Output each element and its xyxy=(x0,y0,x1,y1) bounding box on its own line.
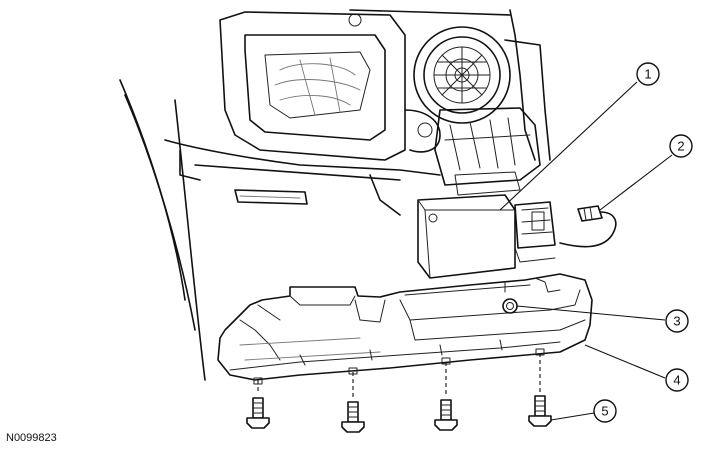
callout-1: 1 xyxy=(636,62,660,86)
control-module xyxy=(417,194,556,279)
callout-4: 4 xyxy=(665,368,689,392)
callout-5-label: 5 xyxy=(601,404,608,419)
blower-fan-grille xyxy=(413,26,511,124)
callout-5: 5 xyxy=(593,399,617,423)
bolt xyxy=(434,399,458,431)
callout-3: 3 xyxy=(665,309,689,333)
callout-1-label: 1 xyxy=(644,67,651,82)
bolt xyxy=(341,401,365,433)
callout-2-label: 2 xyxy=(677,139,684,154)
electrical-connector xyxy=(559,205,617,248)
callout-2: 2 xyxy=(669,134,693,158)
air-duct-assembly xyxy=(219,11,441,161)
bolt xyxy=(246,397,270,429)
leader-lines xyxy=(499,81,673,421)
vehicle-structure-background xyxy=(119,9,551,381)
mounting-bracket xyxy=(434,107,541,196)
bolts xyxy=(246,348,552,433)
callout-3-label: 3 xyxy=(673,314,680,329)
bolt xyxy=(528,395,552,427)
trim-panel xyxy=(217,273,593,381)
push-pin-retainer xyxy=(502,298,518,314)
callout-4-label: 4 xyxy=(673,373,680,388)
figure-id: N0099823 xyxy=(6,432,57,444)
